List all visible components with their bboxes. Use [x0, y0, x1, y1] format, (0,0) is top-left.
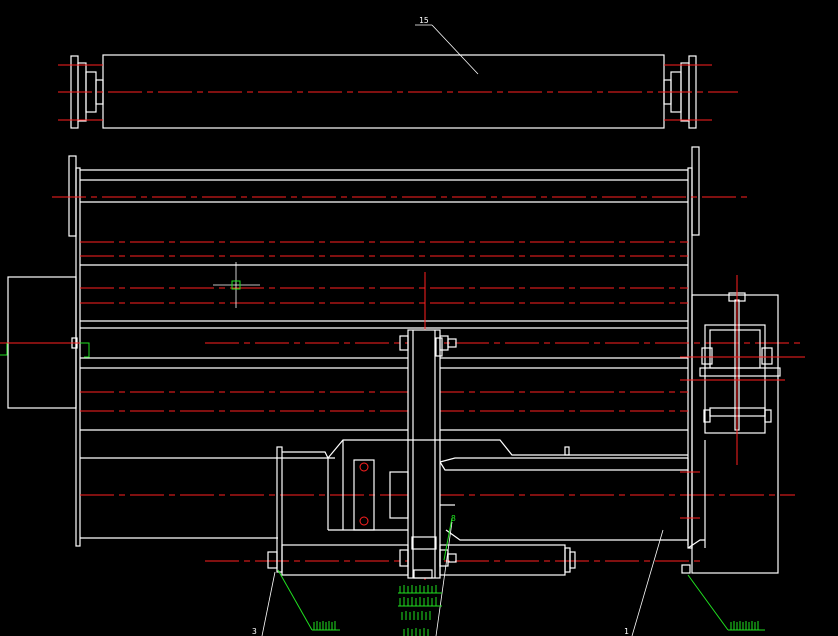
weld-symbol-right [687, 574, 765, 631]
leader-part-1[interactable]: 1 [624, 529, 664, 636]
leader-part-15[interactable]: 15 [415, 16, 479, 75]
center-bracket [399, 329, 457, 579]
top-roller [58, 54, 738, 129]
label-part-3: 3 [252, 627, 257, 636]
leader-part-8[interactable]: 8 [435, 514, 456, 636]
left-motor-box [0, 276, 90, 409]
label-part-8: 8 [451, 514, 456, 523]
label-part-15: 15 [419, 16, 429, 25]
lower-drive-assembly [267, 439, 689, 576]
cad-cursor-icon [213, 262, 260, 308]
weld-symbol-center [398, 517, 453, 636]
label-part-1: 1 [624, 627, 629, 636]
main-frame [52, 146, 805, 580]
right-bearing-housing [680, 275, 805, 574]
weld-symbol-left [277, 569, 340, 631]
leader-part-3[interactable]: 3 [252, 571, 276, 636]
